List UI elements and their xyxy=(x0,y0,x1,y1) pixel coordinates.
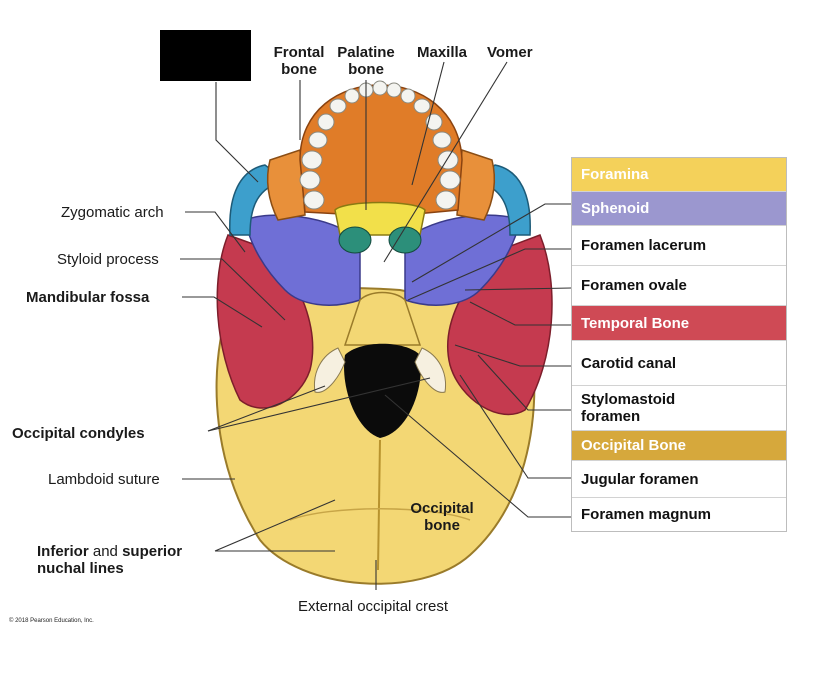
legend-row: Foramen ovale xyxy=(572,266,786,306)
legend-row: Foramina xyxy=(572,158,786,192)
label-vomer: Vomer xyxy=(487,44,533,61)
occipital-condyle-right xyxy=(414,347,447,393)
teeth xyxy=(299,80,461,210)
label-styloid-process: Styloid process xyxy=(57,251,159,268)
choana-right xyxy=(388,226,422,254)
legend-row: Temporal Bone xyxy=(572,306,786,341)
copyright-text: © 2018 Pearson Education, Inc. xyxy=(9,618,94,624)
label-lambdoid-suture: Lambdoid suture xyxy=(48,471,160,488)
label-mandibular-fossa: Mandibular fossa xyxy=(26,289,150,306)
legend-row: Foramen lacerum xyxy=(572,226,786,266)
foramen-magnum-shape xyxy=(344,343,421,438)
legend-row: Occipital Bone xyxy=(572,431,786,461)
legend-row: Foramen magnum xyxy=(572,498,786,531)
legend-row: Stylomastoid foramen xyxy=(572,386,786,431)
label-occipital-condyles: Occipital condyles xyxy=(12,425,145,442)
frontal-bone-shape xyxy=(266,148,306,221)
leader-lines xyxy=(180,61,572,590)
choana-left xyxy=(338,226,372,254)
legend-row: Carotid canal xyxy=(572,341,786,386)
label-maxilla: Maxilla xyxy=(417,44,468,61)
label-external-occipital-crest: External occipital crest xyxy=(298,598,449,615)
legend-row: Jugular foramen xyxy=(572,461,786,498)
label-nuchal-lines: Inferior and superior nuchal lines xyxy=(37,543,183,577)
nuchal-line xyxy=(289,508,471,521)
redaction-box xyxy=(160,30,251,81)
crest-line xyxy=(377,439,381,571)
label-zygomatic-arch: Zygomatic arch xyxy=(61,204,164,221)
basiocciput-shape xyxy=(343,291,422,346)
legend-row: Sphenoid xyxy=(572,192,786,226)
frontal-bone-shape-right xyxy=(456,148,496,221)
occipital-condyle-left xyxy=(313,347,346,393)
legend: Foramina Sphenoid Foramen lacerum Forame… xyxy=(571,157,787,532)
